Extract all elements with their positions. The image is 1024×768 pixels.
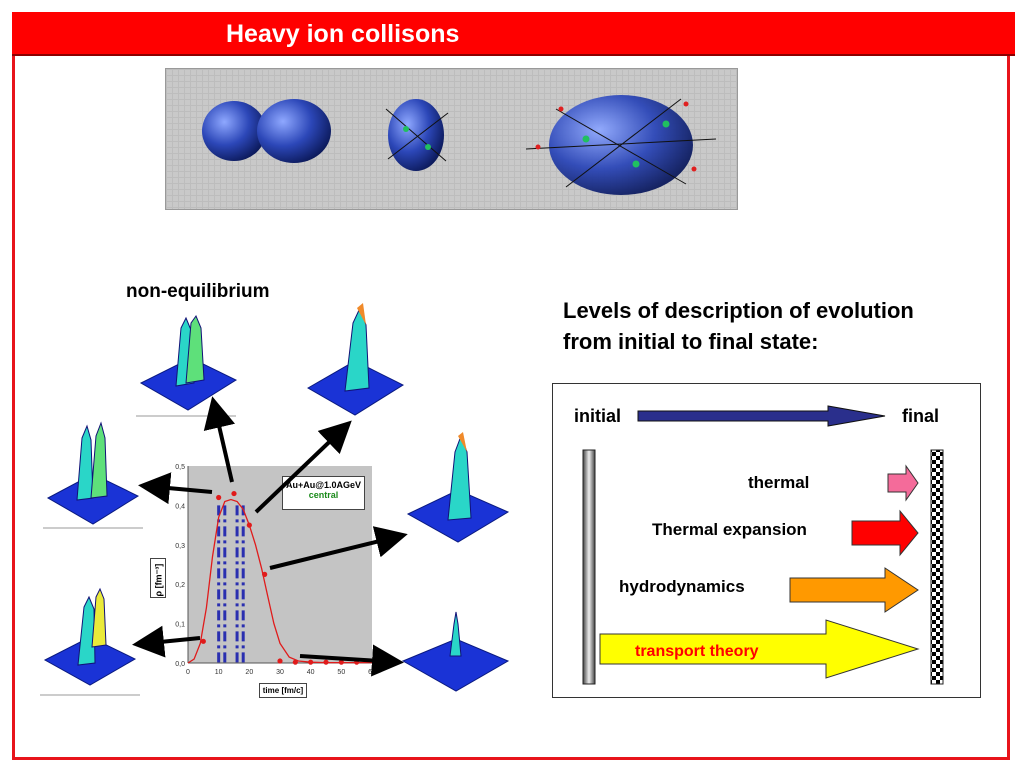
chart-ylabel: ρ [fm⁻³] [153,563,164,597]
slide-title: Heavy ion collisons [226,20,460,48]
final-label: final [902,406,940,426]
levels-title-line1: Levels of description of evolution [563,298,914,323]
levels-scheme [552,383,981,698]
legend-reaction: Au+Au@1.0AGeV [285,480,362,490]
nucleus-compressed [385,99,449,171]
density-inset-mid-right [406,432,510,543]
chart-xlabel: time [fm/c] [259,683,307,698]
thermal-expansion-label: Thermal expansion [652,520,807,539]
density-inset-top-center [306,303,405,416]
title-bar [12,12,1015,56]
transport-theory-label: transport theory [635,643,759,660]
nucleus-expanding [525,95,717,195]
thermal-label: thermal [748,473,810,492]
nucleus-left [202,99,331,163]
collision-image [165,68,738,210]
levels-title: Levels of description of evolution from … [563,295,993,357]
density-inset-mid-left [43,421,143,529]
levels-title-line2: from initial to final state: [563,329,819,354]
initial-label: initial [574,406,622,426]
legend-centrality: central [308,490,339,500]
hydrodynamics-label: hydrodynamics [619,577,745,596]
non-equilibrium-label: non-equilibrium [126,281,270,302]
density-inset-bottom-left [40,587,140,696]
chart-legend: Au+Au@1.0AGeV central [282,476,365,510]
ylabel-box: ρ [fm⁻³] [150,558,166,598]
density-inset-bottom-right [401,611,510,692]
density-inset-top-left [136,314,238,417]
